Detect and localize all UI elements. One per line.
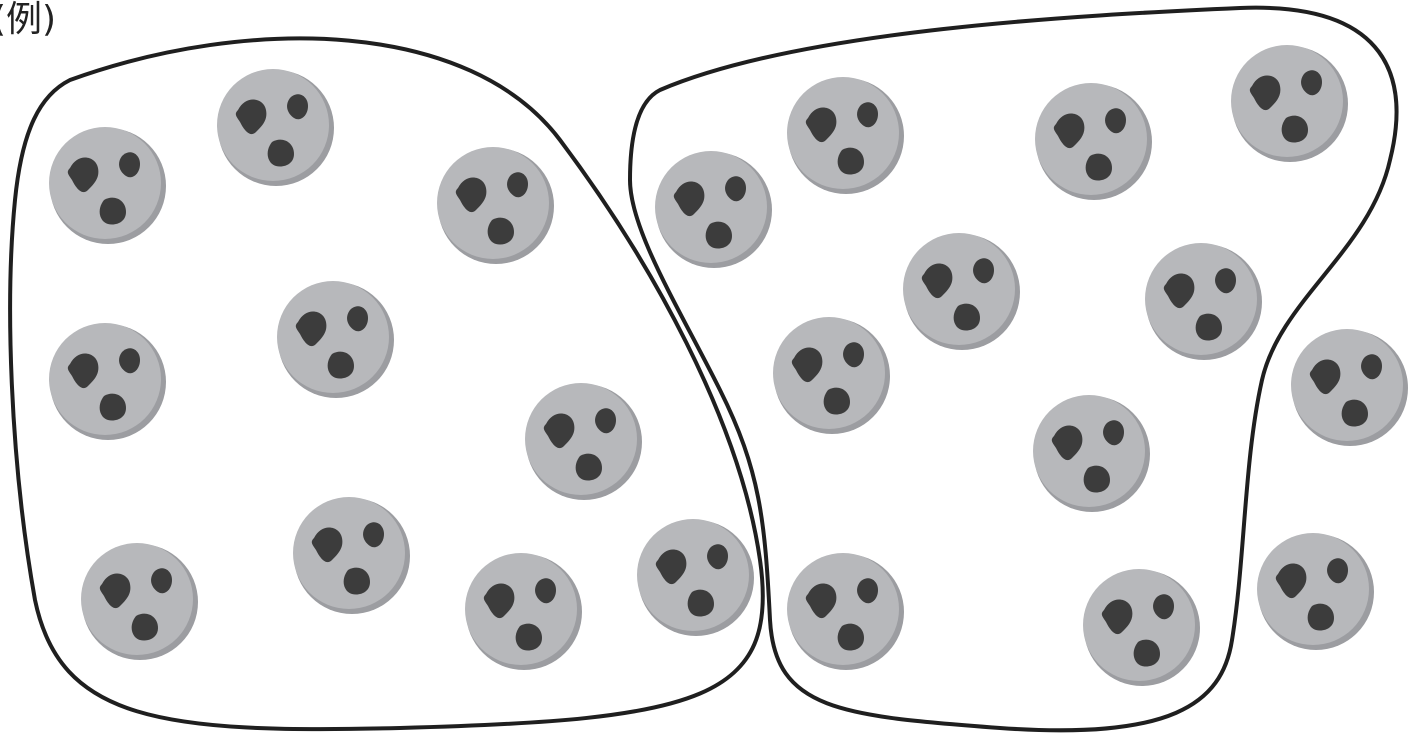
cookie-group-left <box>277 281 394 398</box>
cookie-group-right <box>787 553 904 670</box>
cookie-group-right <box>773 317 890 434</box>
cookie-outside <box>1257 533 1374 650</box>
cookies-layer <box>49 45 1408 686</box>
cookie-group-right <box>903 233 1020 350</box>
cookie-group-left <box>465 553 582 670</box>
cookie-group-right <box>655 151 772 268</box>
example-label: (例) <box>0 2 56 38</box>
cookie-group-left <box>437 147 554 264</box>
cookie-group-right <box>1231 45 1348 162</box>
cookie-group-left <box>525 383 642 500</box>
cookie-group-right <box>787 77 904 194</box>
cookie-group-left <box>49 323 166 440</box>
cookie-group-right <box>1033 395 1150 512</box>
cookie-group-left <box>81 543 198 660</box>
cookie-group-left <box>49 127 166 244</box>
cookie-group-right <box>1083 569 1200 686</box>
cookie-group-right <box>1145 243 1262 360</box>
cookie-group-left <box>217 69 334 186</box>
cookie-group-right <box>1035 83 1152 200</box>
cookie-group-left <box>637 519 754 636</box>
cookie-outside <box>1291 329 1408 446</box>
cookie-group-left <box>293 497 410 614</box>
